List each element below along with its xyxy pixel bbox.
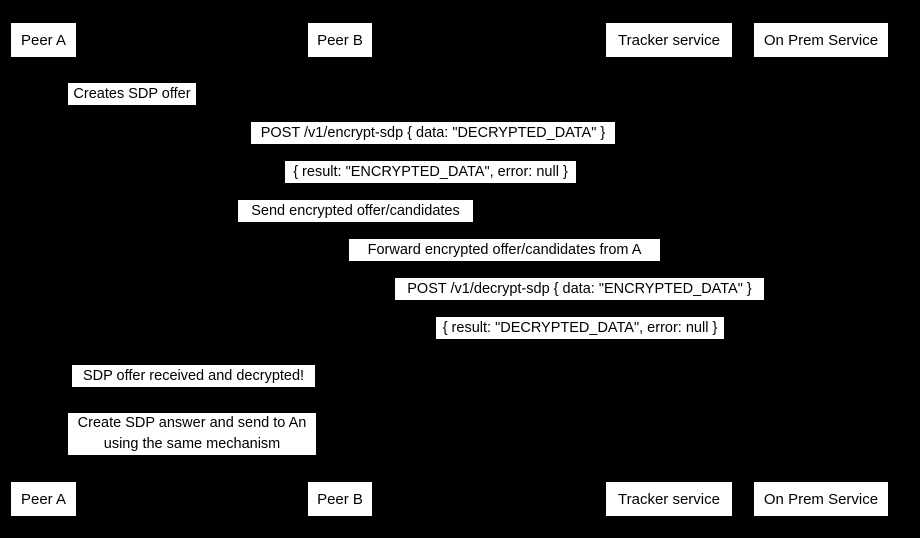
note-line-1: Create SDP answer and send to An bbox=[77, 415, 307, 431]
participant-label: Peer A bbox=[20, 31, 67, 49]
message-label-forward-encrypted-offer: Forward encrypted offer/candidates from … bbox=[349, 239, 660, 261]
participant-top-on-prem-service[interactable]: On Prem Service bbox=[753, 22, 889, 58]
message-arrow-forward-encrypted-offer bbox=[340, 261, 669, 262]
note-create-sdp-answer-note: Create SDP answer and send to An using th… bbox=[68, 413, 316, 455]
message-label-encrypt-sdp-result: { result: "ENCRYPTED_DATA", error: null … bbox=[285, 161, 576, 183]
participant-bottom-tracker-service[interactable]: Tracker service bbox=[605, 481, 733, 517]
message-arrow-send-encrypted-offer bbox=[43, 222, 669, 223]
message-label-sdp-offer-received: SDP offer received and decrypted! bbox=[72, 365, 315, 387]
participant-label: Tracker service bbox=[618, 490, 720, 508]
participant-label: Peer B bbox=[317, 490, 363, 508]
note-line-2: using the same mechanism bbox=[103, 436, 281, 452]
message-label-creates-sdp-offer: Creates SDP offer bbox=[68, 83, 196, 105]
message-label-post-decrypt-sdp: POST /v1/decrypt-sdp { data: "ENCRYPTED_… bbox=[395, 278, 764, 300]
message-arrow-post-encrypt-sdp bbox=[43, 144, 821, 145]
lifeline-on-prem-service bbox=[821, 57, 822, 481]
participant-bottom-on-prem-service[interactable]: On Prem Service bbox=[753, 481, 889, 517]
message-label-post-encrypt-sdp: POST /v1/encrypt-sdp { data: "DECRYPTED_… bbox=[251, 122, 615, 144]
lifeline-peer-a bbox=[43, 57, 44, 481]
participant-label: Peer A bbox=[20, 490, 67, 508]
participant-bottom-peer-a[interactable]: Peer A bbox=[10, 481, 77, 517]
message-arrow-encrypt-sdp-result bbox=[43, 183, 821, 184]
message-label-decrypt-sdp-result: { result: "DECRYPTED_DATA", error: null … bbox=[436, 317, 724, 339]
participant-top-peer-a[interactable]: Peer A bbox=[10, 22, 77, 58]
message-arrow-post-decrypt-sdp bbox=[340, 300, 821, 301]
lifeline-tracker-service bbox=[669, 57, 670, 481]
message-label-send-encrypted-offer: Send encrypted offer/candidates bbox=[238, 200, 473, 222]
participant-top-tracker-service[interactable]: Tracker service bbox=[605, 22, 733, 58]
participant-label: On Prem Service bbox=[763, 31, 879, 49]
participant-label: On Prem Service bbox=[763, 490, 879, 508]
participant-label: Peer B bbox=[317, 31, 363, 49]
lifeline-peer-b bbox=[340, 57, 341, 481]
message-arrow-decrypt-sdp-result bbox=[340, 339, 821, 340]
participant-label: Tracker service bbox=[618, 31, 720, 49]
participant-top-peer-b[interactable]: Peer B bbox=[307, 22, 373, 58]
participant-bottom-peer-b[interactable]: Peer B bbox=[307, 481, 373, 517]
